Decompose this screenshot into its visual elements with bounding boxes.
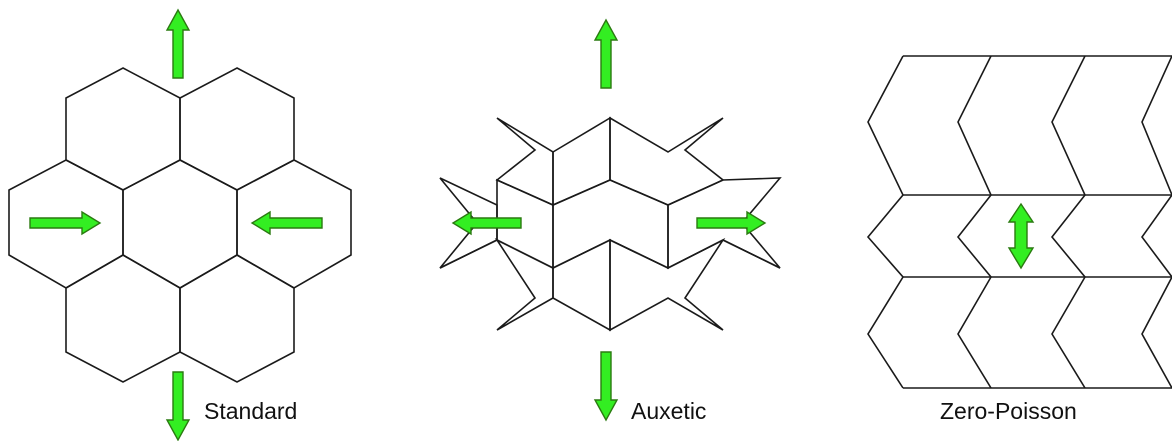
reentrant-cell-bottom-mid [552, 238, 611, 332]
reentrant-cell-bottom-right [609, 237, 726, 332]
zero-poisson-panel: Zero-Poisson [866, 55, 1172, 424]
hex-cell-bottom-left [65, 254, 181, 383]
auxetic-label: Auxetic [631, 398, 706, 424]
arrow-left-icon [250, 210, 323, 236]
auxetic-honeycomb [439, 116, 782, 332]
chevron-column-2 [956, 55, 992, 389]
arrow-down-icon [165, 371, 191, 441]
zero-poisson-lattice [866, 55, 1172, 389]
hex-cell-bottom-right [179, 254, 295, 383]
reentrant-strut-lower-right [722, 239, 781, 269]
hex-cell-center [122, 159, 238, 289]
standard-panel: Standard [8, 8, 352, 441]
zero-poisson-label: Zero-Poisson [940, 398, 1077, 424]
arrow-right-icon [696, 210, 767, 236]
reentrant-cell-bottom-left [494, 237, 554, 331]
standard-honeycomb [8, 67, 352, 383]
reentrant-strut-lower-left [439, 239, 498, 269]
hex-cell-top-right [179, 67, 295, 191]
arrow-left-icon [451, 210, 522, 236]
double-arrow-vertical-icon [1007, 202, 1035, 270]
chevron-column-1 [866, 55, 904, 389]
standard-label: Standard [204, 398, 297, 424]
reentrant-cell-top-right [609, 116, 725, 206]
chevron-column-3 [1050, 55, 1086, 389]
arrow-down-icon [593, 351, 619, 422]
arrow-right-icon [29, 210, 102, 236]
hex-cell-top-left [65, 67, 181, 191]
arrow-up-icon [165, 8, 191, 79]
arrow-up-icon [593, 18, 619, 89]
auxetic-panel: Auxetic [439, 18, 782, 424]
chevron-column-4 [1141, 55, 1172, 389]
